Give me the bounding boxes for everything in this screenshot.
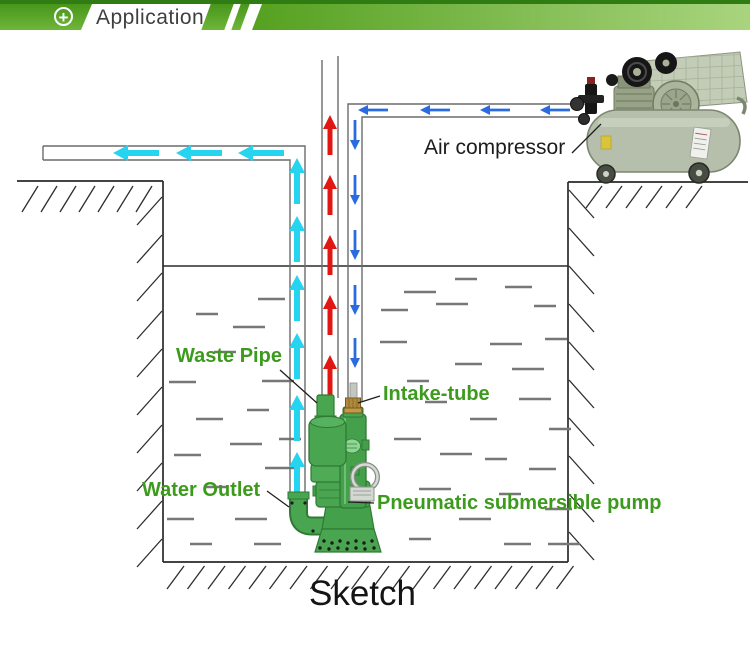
idler-pulley (606, 74, 618, 86)
intake-tube-label: Intake-tube (383, 383, 490, 405)
sketch-caption: Sketch (309, 574, 416, 613)
pump-plate (349, 486, 375, 502)
pump-strainer-base (314, 528, 382, 553)
air-flow-arrows (350, 105, 570, 368)
air-compressor-illustration (570, 51, 748, 184)
section-title: Application (96, 6, 205, 29)
pressure-gauge (578, 113, 590, 125)
pump-pointer (347, 501, 375, 504)
air-intake-pipe (347, 103, 588, 402)
intake-tube-stem (349, 382, 358, 400)
pipes (42, 56, 588, 495)
strainer-holes (318, 539, 376, 551)
plus-circle-icon: + (54, 7, 73, 27)
intake-tube-pointer (357, 395, 381, 404)
waste-flow-arrows (323, 115, 337, 395)
pressure-gauge (570, 97, 584, 111)
water-outlet-label: Water Outlet (142, 479, 261, 501)
water-texture-dashes (167, 277, 580, 546)
pump-label: Pneumatic submersible pump (377, 492, 662, 514)
header-gradient-band (252, 4, 750, 30)
label-pointer-lines (266, 123, 602, 508)
water-outlet-pipe (42, 145, 306, 495)
waste-pipe-label: Waste Pipe (176, 345, 282, 367)
water-outlet-pointer (266, 490, 290, 508)
earth-hatching (21, 185, 703, 590)
air-compressor-pointer (571, 123, 602, 154)
header-top-strip (0, 0, 750, 4)
waste-pipe-pointer (279, 369, 318, 404)
pit-cross-section (17, 180, 748, 563)
submersible-pump-illustration (287, 382, 382, 553)
air-compressor-label: Air compressor (424, 136, 566, 159)
waste-pipe (321, 56, 339, 398)
water-flow-arrows (113, 145, 305, 498)
header-green-block (0, 4, 92, 30)
header-banner: + Application (0, 4, 750, 30)
tank-label-sticker (689, 126, 712, 160)
warning-sticker (600, 135, 612, 150)
